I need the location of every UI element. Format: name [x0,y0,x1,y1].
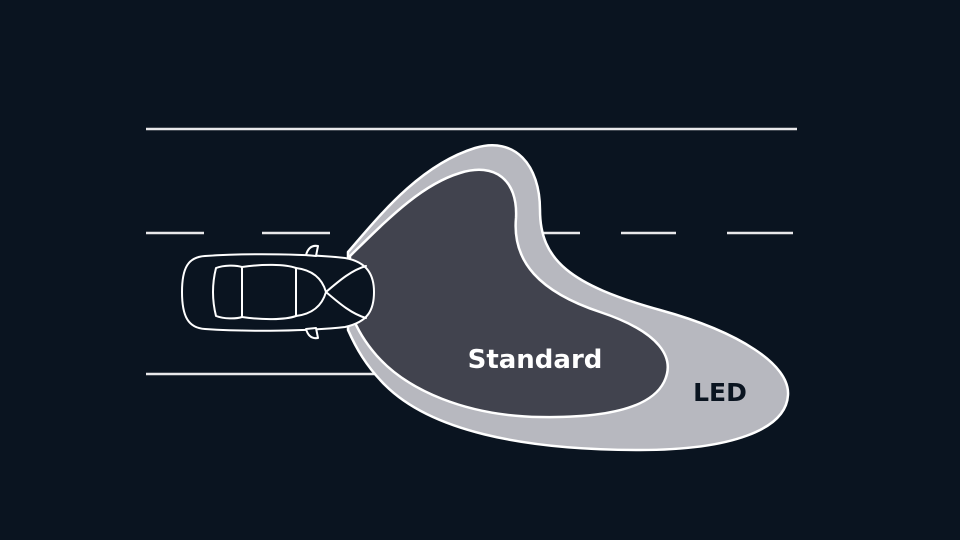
car-rear-window [212,264,243,320]
standard-beam-label: Standard [468,345,603,375]
car-hood-line [325,265,367,293]
car-outline [181,244,375,340]
car-cabin [241,263,297,321]
car-mirror-left [305,244,319,257]
standard-beam-area [348,168,669,419]
led-beam-label: LED [693,378,747,407]
car-mirror-right [305,327,319,340]
car-hood-line [325,291,367,319]
